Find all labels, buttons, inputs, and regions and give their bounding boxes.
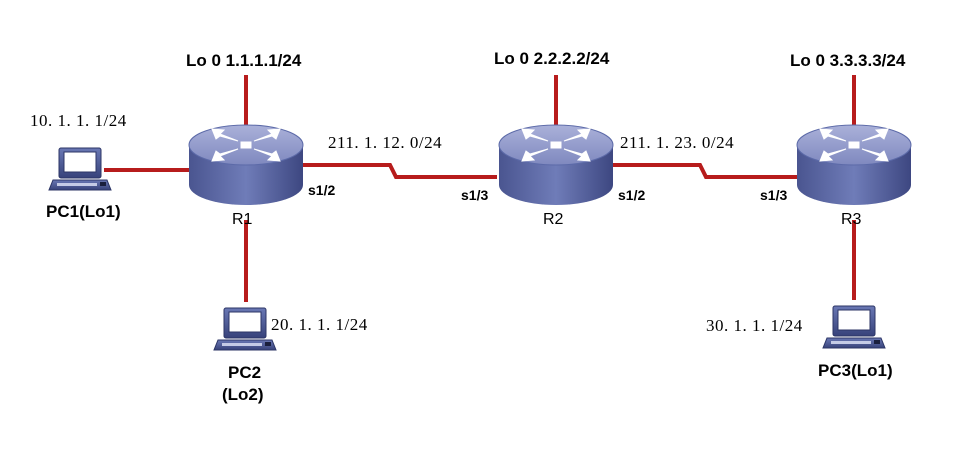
r2-port-s12-label: s1/2 xyxy=(618,187,645,203)
r1-loopback-label: Lo 0 1.1.1.1/24 xyxy=(186,51,302,70)
router-r1-icon[interactable] xyxy=(188,124,304,206)
pc3-computer-icon[interactable] xyxy=(822,305,886,349)
network-r1-r2-label: 211. 1. 12. 0/24 xyxy=(328,133,442,152)
r2-loopback-label: Lo 0 2.2.2.2/24 xyxy=(494,49,610,68)
pc3-ip-label: 30. 1. 1. 1/24 xyxy=(706,316,803,335)
router-r3-name: R3 xyxy=(841,211,862,228)
router-r1-name: R1 xyxy=(232,211,253,228)
router-r3-icon[interactable] xyxy=(796,124,912,206)
router-r2-icon[interactable] xyxy=(498,124,614,206)
pc3-name-label: PC3(Lo1) xyxy=(818,361,893,380)
r3-loopback-label: Lo 0 3.3.3.3/24 xyxy=(790,51,906,70)
pc1-ip-label: 10. 1. 1. 1/24 xyxy=(30,111,127,130)
link-r1-r2-serial xyxy=(302,163,497,179)
pc2-name-line2: (Lo2) xyxy=(222,385,264,404)
router-r2-name: R2 xyxy=(543,211,564,228)
pc2-computer-icon[interactable] xyxy=(213,307,277,351)
network-r2-r3-label: 211. 1. 23. 0/24 xyxy=(620,133,734,152)
r1-port-s12-label: s1/2 xyxy=(308,182,335,198)
pc2-ip-label: 20. 1. 1. 1/24 xyxy=(271,315,368,334)
r3-port-s13-label: s1/3 xyxy=(760,187,787,203)
pc1-computer-icon[interactable] xyxy=(48,147,112,191)
pc2-name-line1: PC2 xyxy=(228,363,261,382)
r2-port-s13-label: s1/3 xyxy=(461,187,488,203)
link-r2-r3-serial xyxy=(612,163,797,179)
pc1-name-label: PC1(Lo1) xyxy=(46,202,121,221)
